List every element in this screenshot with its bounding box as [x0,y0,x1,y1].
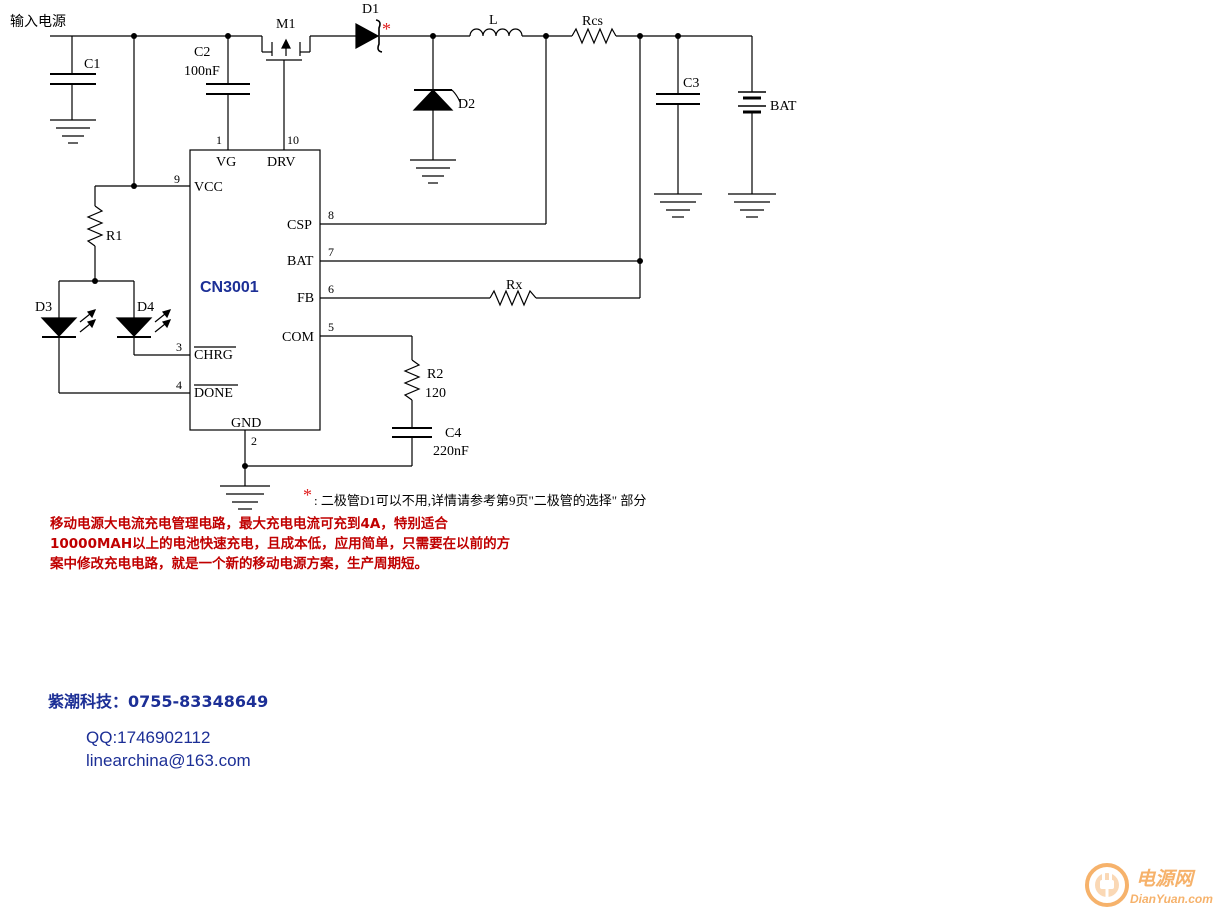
d2-label: D2 [458,97,475,112]
rx-label: Rx [506,278,522,293]
input-power-label: 输入电源 [10,14,66,30]
pin-vcc-name: VCC [194,180,223,195]
pin-vcc-number: 9 [174,172,180,186]
pin-bat-name: BAT [287,254,314,269]
c4-label: C4 [445,426,461,441]
r1-label: R1 [106,229,122,244]
bat-label: BAT [770,99,797,114]
pin-csp-number: 8 [328,208,334,222]
c2-value: 100nF [184,64,220,79]
pin-com-name: COM [282,330,314,345]
watermark-logo: 电源网 DianYuan.com [1084,858,1224,918]
c4-value: 220nF [433,444,469,459]
pin-done-number: 4 [176,378,182,392]
pin-drv-name: DRV [267,155,295,170]
watermark-url: DianYuan.com [1130,892,1213,906]
footnote-text: : 二极管D1可以不用,详情请参考第9页"二极管的选择" 部分 [314,493,646,508]
r2-value: 120 [425,386,446,401]
pin-csp-name: CSP [287,218,312,233]
company-phone: 紫潮科技：0755-83348649 [48,692,269,711]
pin-done-name: DONE [194,386,233,401]
pin-vg-name: VG [216,155,236,170]
c2-label: C2 [194,45,210,60]
inductor-label: L [489,13,498,28]
description-line: 移动电源大电流充电管理电路，最大充电电流可充到4A，特别适合 [50,516,448,532]
d3-label: D3 [35,300,52,315]
description-text: 移动电源大电流充电管理电路，最大充电电流可充到4A，特别适合 10000MAH以… [50,514,690,574]
pin-fb-name: FB [297,291,314,306]
r2-label: R2 [427,367,443,382]
description-line: 案中修改充电电路，就是一个新的移动电源方案，生产周期短。 [50,556,428,572]
pin-gnd-number: 2 [251,434,257,448]
description-line: 10000MAH以上的电池快速充电，且成本低，应用简单，只需要在以前的方 [50,536,511,552]
pin-vg-number: 1 [216,133,222,147]
pin-com-number: 5 [328,320,334,334]
plug-icon [1085,863,1129,907]
d1-note-mark: * [382,19,391,39]
contact-email[interactable]: linearchina@163.com [86,751,251,770]
m1-label: M1 [276,17,295,32]
pin-chrg-number: 3 [176,340,182,354]
pin-chrg-name: CHRG [194,348,233,363]
c1-label: C1 [84,57,100,72]
d4-label: D4 [137,300,154,315]
chip-name: CN3001 [200,279,259,296]
pin-gnd-name: GND [231,416,261,431]
pin-drv-number: 10 [287,133,299,147]
contact-qq: QQ:1746902112 [86,728,211,747]
pin-bat-number: 7 [328,245,334,259]
footnote-mark: * [303,485,312,505]
pin-fb-number: 6 [328,282,334,296]
watermark-text: 电源网 [1136,868,1194,890]
rcs-label: Rcs [582,14,603,29]
d1-label: D1 [362,2,379,17]
c3-label: C3 [683,76,699,91]
